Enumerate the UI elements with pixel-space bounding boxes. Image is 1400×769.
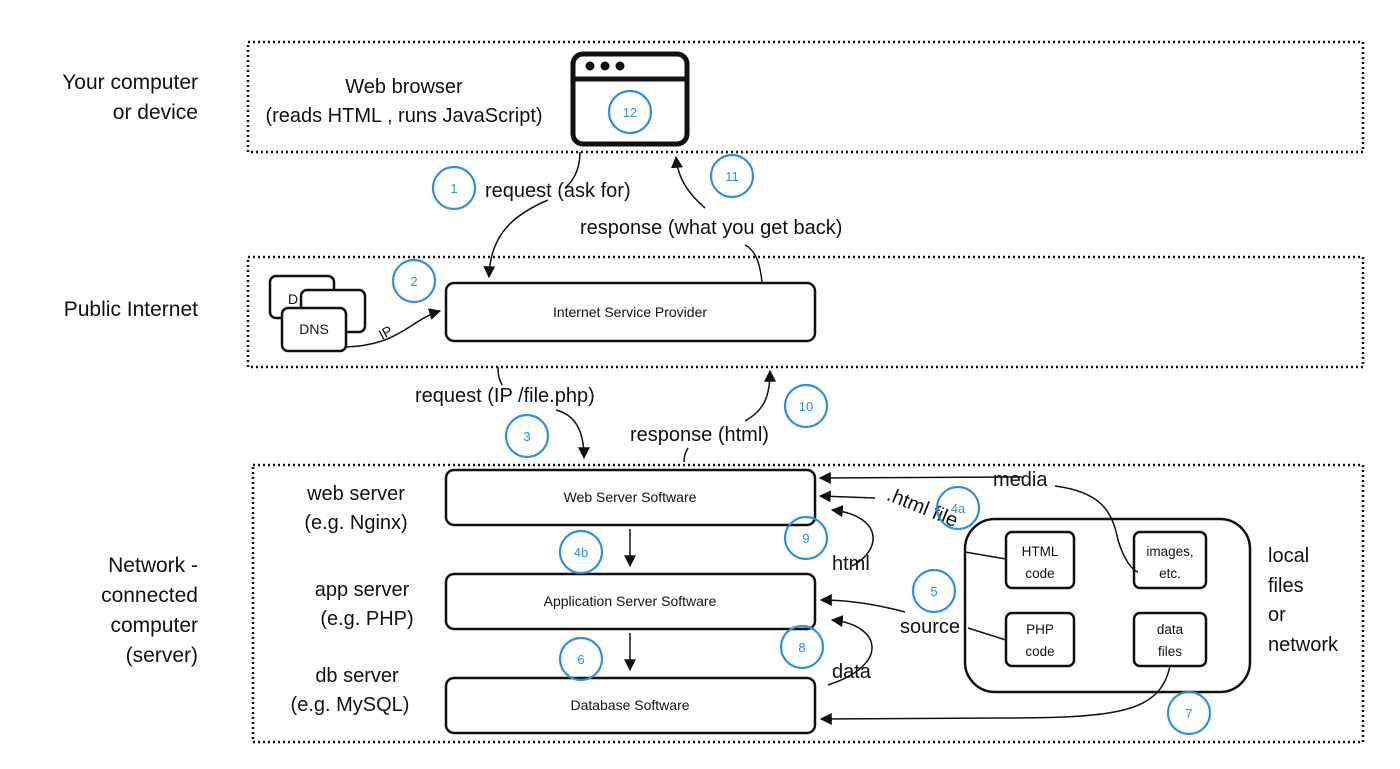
svg-text:4a: 4a [951,501,966,516]
browser-subtitle: (reads HTML , runs JavaScript) [265,105,542,127]
request-ask-label: request (ask for) [485,180,631,202]
local-label-line1: local [1268,545,1309,567]
svg-text:4b: 4b [574,545,588,560]
images-label-line2: etc. [1159,566,1181,581]
php-code-label-line1: PHP [1026,622,1054,637]
step-11-marker: 11 [709,153,755,199]
step-5-marker: 5 [911,568,957,614]
data-files-label-line2: files [1158,644,1182,659]
step-4a-marker: 4a [935,485,981,531]
step-1-marker: 1 [431,165,477,211]
server-zone-label-line2: connected [101,584,198,607]
html-file-label: .html file [884,484,961,532]
isp-box-label: Internet Service Provider [553,304,707,320]
step-12-marker: 12 [607,89,653,135]
data-files-label-line1: data [1157,622,1184,637]
dns-box [280,306,348,353]
db-box-label: Database Software [570,697,689,713]
device-zone [246,40,1365,154]
ip-label: IP [376,322,395,342]
data-label: data [832,661,872,683]
dns-ip-arrow [345,308,442,348]
html-label: html [832,553,870,575]
server-zone-label-line1: Network - [108,554,198,577]
dns-box-label: DNS [299,321,329,337]
html-code-label-line2: code [1025,566,1054,581]
response-html-label: response (html) [630,424,769,446]
html-code-label-line1: HTML [1022,544,1059,559]
step-2-marker: 2 [391,258,437,304]
html-code-box [1004,530,1076,590]
app-server-box-label: Application Server Software [544,593,717,609]
step-3-marker: 3 [504,413,550,459]
media-label: media [993,469,1048,491]
request-ip-arrow [497,366,584,458]
images-box [1132,530,1208,590]
local-label-line3: or [1268,604,1286,626]
svg-text:2: 2 [410,274,417,289]
response-back-arrow [676,157,763,283]
response-back-label: response (what you get back) [580,217,842,239]
source-arrow [821,600,1007,641]
dns-box-back-label: D [288,291,298,307]
browser-window-icon [570,51,690,147]
svg-text:5: 5 [930,584,937,599]
data-files-arrow [819,665,1171,725]
svg-text:3: 3 [523,429,530,444]
request-ask-arrow [489,151,581,277]
images-label-line1: images, [1146,544,1193,559]
internet-zone [246,255,1365,369]
local-label-line2: files [1268,575,1304,597]
app-server-label-line1: app server [315,579,410,601]
db-server-label-line1: db server [315,665,399,687]
svg-text:7: 7 [1185,706,1192,721]
step-10-marker: 10 [783,383,829,429]
data-return-arrow [827,615,873,686]
svg-text:10: 10 [799,399,813,414]
web-server-label-line1: web server [306,483,405,505]
device-zone-label-line1: Your computer [62,71,198,94]
source-label: source [900,616,960,638]
web-server-label-line2: (e.g. Nginx) [304,512,407,534]
local-label-line4: network [1268,634,1339,656]
app-server-label-line2: (e.g. PHP) [320,608,413,630]
server-zone-label-line3: computer [110,614,198,637]
isp-box [444,281,817,343]
step-8-marker: 8 [779,624,825,670]
svg-text:9: 9 [802,531,809,546]
step-9-marker: 9 [783,515,829,561]
html-file-arrow [820,496,1007,560]
step-4b-marker: 4b [558,529,604,575]
html-return-arrow [830,505,874,567]
internet-zone-label: Public Internet [64,298,198,321]
svg-text:1: 1 [450,181,457,196]
server-zone [251,463,1365,744]
step-6-marker: 6 [558,636,604,682]
db-box [444,676,817,735]
db-server-label-line2: (e.g. MySQL) [291,694,410,716]
server-zone-label-line4: (server) [126,644,198,667]
step-7-marker: 7 [1166,690,1212,736]
svg-text:12: 12 [623,105,637,120]
device-zone-label-line2: or device [113,101,198,124]
svg-text:8: 8 [798,640,805,655]
response-html-arrow [683,371,770,463]
request-ip-label: request (IP /file.php) [415,385,595,407]
php-code-label-line2: code [1025,644,1054,659]
web-server-box-label: Web Server Software [564,489,697,505]
media-arrow [820,477,1139,573]
svg-text:11: 11 [725,169,739,184]
svg-text:6: 6 [577,652,584,667]
browser-title: Web browser [345,76,463,98]
